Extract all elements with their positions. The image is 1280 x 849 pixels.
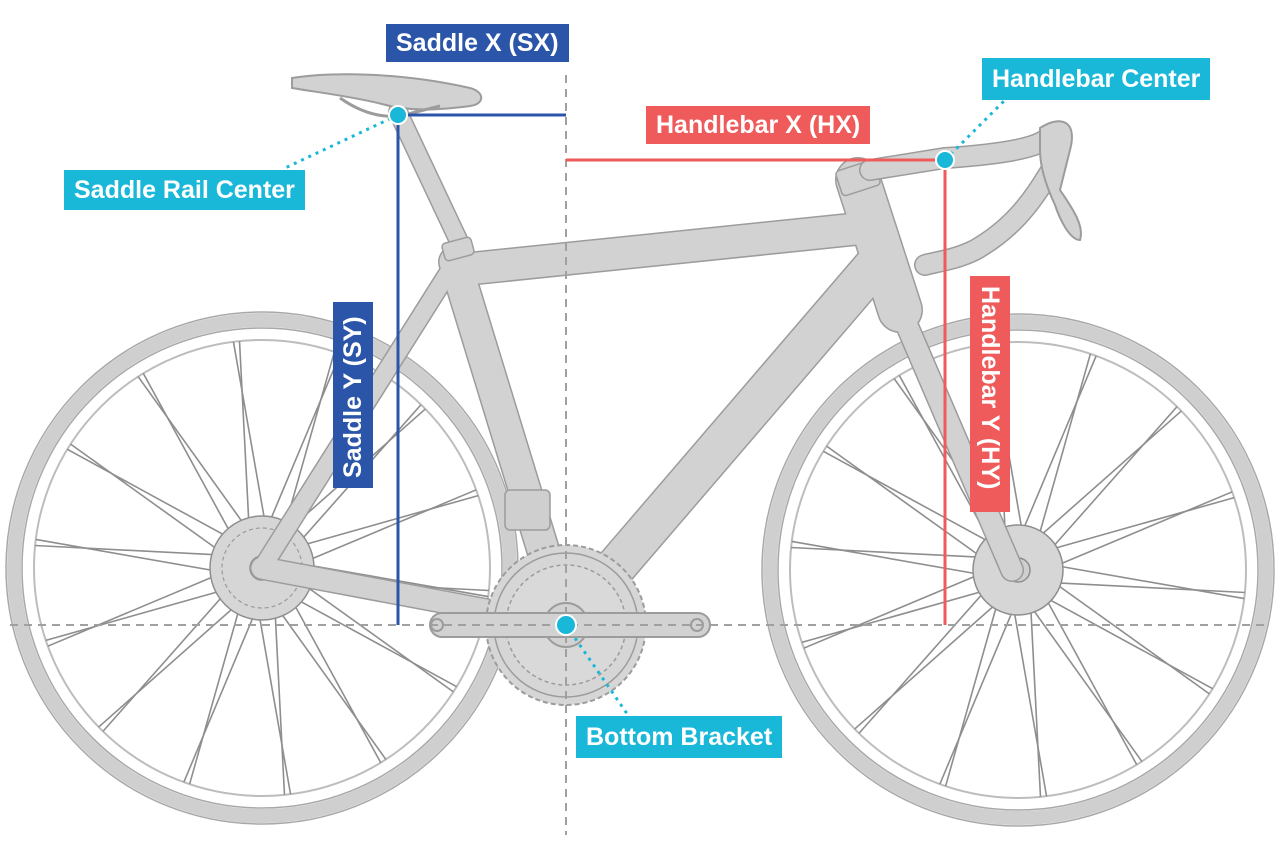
saddle-x-label: Saddle X (SX) bbox=[386, 24, 569, 62]
wheel-spoke bbox=[254, 595, 292, 795]
wheel-spoke bbox=[261, 353, 341, 541]
bottom-bracket-label: Bottom Bracket bbox=[576, 716, 783, 758]
wheel-spoke bbox=[1044, 575, 1210, 695]
wheel-spoke bbox=[822, 450, 1001, 549]
handlebar-center-label: Handlebar Center bbox=[982, 58, 1211, 100]
wheel-spoke bbox=[1029, 595, 1042, 797]
key-points bbox=[388, 105, 955, 636]
handlebar-center-point bbox=[935, 150, 955, 170]
wheel-spoke bbox=[791, 540, 991, 578]
saddle-rail-center-point bbox=[388, 105, 408, 125]
wheel-spoke bbox=[801, 586, 997, 644]
wheel-spoke bbox=[232, 341, 270, 541]
wheel-spoke bbox=[45, 584, 241, 642]
wheel-spoke bbox=[238, 341, 251, 543]
wheel-spoke bbox=[1045, 562, 1245, 600]
bottom-bracket-point bbox=[555, 614, 577, 636]
wheel-spoke bbox=[289, 489, 477, 569]
wheel-spoke bbox=[1034, 353, 1092, 549]
wheel-spoke bbox=[47, 567, 235, 647]
wheel-spoke bbox=[1035, 591, 1214, 690]
wheel-spoke bbox=[1039, 496, 1235, 554]
saddle-rail-leader bbox=[284, 113, 399, 170]
wheel-spoke bbox=[288, 573, 454, 693]
handlebar-x-label: Handlebar X (HX) bbox=[646, 106, 871, 144]
wheel-spoke bbox=[1043, 581, 1245, 594]
wheel-spoke bbox=[1042, 406, 1178, 559]
wheel-spoke bbox=[102, 579, 238, 732]
wheel-spoke bbox=[279, 589, 458, 688]
wheel-spoke bbox=[1039, 587, 1138, 766]
wheel-spoke bbox=[283, 494, 479, 552]
wheel-spoke bbox=[1029, 410, 1182, 546]
saddle-y-label: Saddle Y (SY) bbox=[333, 302, 373, 488]
wheel-spoke bbox=[803, 569, 991, 649]
saddle-rail-center-label: Saddle Rail Center bbox=[64, 170, 305, 210]
wheel-spoke bbox=[858, 581, 994, 734]
wheel-spoke bbox=[791, 546, 993, 559]
frame bbox=[250, 102, 1024, 646]
wheel-spoke bbox=[188, 589, 246, 785]
wheel-spoke bbox=[98, 592, 251, 728]
wheel-spoke bbox=[66, 448, 245, 547]
wheel-spoke bbox=[183, 595, 263, 783]
wheel-spoke bbox=[826, 445, 992, 565]
handlebar bbox=[859, 120, 1082, 276]
wheel-spoke bbox=[35, 544, 237, 557]
handlebar-y-label: Handlebar Y (HY) bbox=[970, 276, 1010, 512]
wheel-spoke bbox=[854, 594, 1007, 730]
wheel-spoke bbox=[939, 597, 1019, 785]
guide-lines bbox=[10, 75, 1270, 835]
wheel-spoke bbox=[944, 591, 1002, 787]
wheel-spoke bbox=[142, 372, 241, 551]
wheel-spoke bbox=[1045, 491, 1233, 571]
measurements bbox=[396, 113, 947, 625]
wheel-spoke bbox=[1017, 355, 1097, 543]
wheel-spoke bbox=[35, 538, 235, 576]
wheel-spoke bbox=[1010, 597, 1048, 797]
wheel-spoke bbox=[283, 585, 382, 764]
wheel-spoke bbox=[137, 376, 257, 542]
wheel-spoke bbox=[273, 593, 286, 795]
saddle bbox=[291, 73, 483, 118]
leader-lines bbox=[284, 93, 1012, 719]
wheel-spoke bbox=[1023, 596, 1143, 762]
bottom-bracket-leader bbox=[564, 624, 632, 719]
wheel-spoke bbox=[267, 594, 387, 760]
wheel-spoke bbox=[70, 443, 236, 563]
